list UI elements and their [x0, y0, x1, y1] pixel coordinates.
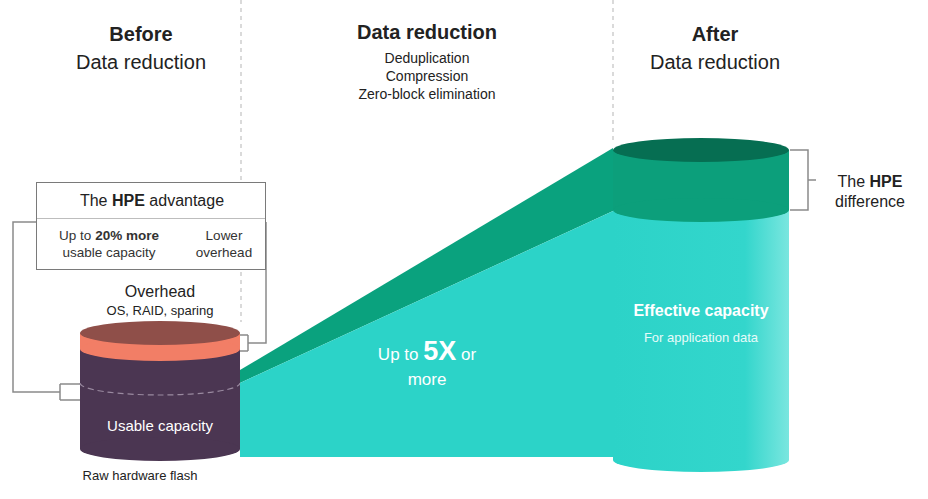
- cylinder-label: Effective capacity: [613, 301, 789, 321]
- wedge-body: [240, 211, 613, 457]
- raw-flash-label: Raw hardware flash: [55, 468, 225, 484]
- usable-body: [80, 333, 240, 449]
- reduction-wedge: Up to 5X or more: [240, 145, 613, 457]
- difference-band: [613, 198, 789, 222]
- column-divider: [613, 0, 614, 140]
- capacity-boundary: [80, 383, 240, 395]
- left-shape: [80, 321, 240, 461]
- flash-cylinder: Usable capacity: [80, 321, 240, 461]
- cylinder-top: [80, 321, 240, 345]
- overhead-label: Overhead: [95, 282, 225, 302]
- method-item: Zero-block elimination: [317, 86, 537, 104]
- advantage-item: Up to 20% more usable capacity: [43, 228, 175, 262]
- column-heading: Before: [41, 22, 241, 47]
- method-item: Deduplication: [327, 50, 527, 68]
- bracket-tick: [808, 179, 816, 181]
- column-subheading: Data reduction: [21, 50, 261, 75]
- difference-label: The HPE difference: [816, 172, 924, 212]
- cylinder-base: [613, 448, 789, 472]
- wedge-shape: [240, 145, 613, 457]
- difference-bracket: [790, 150, 808, 210]
- effective-body: [613, 150, 789, 460]
- ratio-label: Up to 5X or more: [371, 335, 483, 390]
- column-divider: [241, 0, 242, 322]
- cylinder-detail: For application data: [613, 330, 789, 346]
- overhead-detail: OS, RAID, sparing: [95, 303, 225, 319]
- cylinder-label: Usable capacity: [80, 417, 240, 436]
- cylinder-top: [613, 138, 789, 162]
- cylinder-base: [80, 437, 240, 461]
- box-divider: [37, 218, 265, 219]
- advantage-item: Lower overhead: [185, 228, 263, 262]
- effective-cylinder: Effective capacityFor application data: [613, 138, 789, 472]
- method-item: Compression: [327, 68, 527, 86]
- column-heading: After: [615, 22, 815, 47]
- column-subheading: Data reduction: [595, 50, 835, 75]
- advantage-box: The HPE advantage Up to 20% more usable c…: [36, 182, 266, 270]
- box-heading: The HPE advantage: [37, 191, 267, 211]
- column-heading: Data reduction: [307, 20, 547, 45]
